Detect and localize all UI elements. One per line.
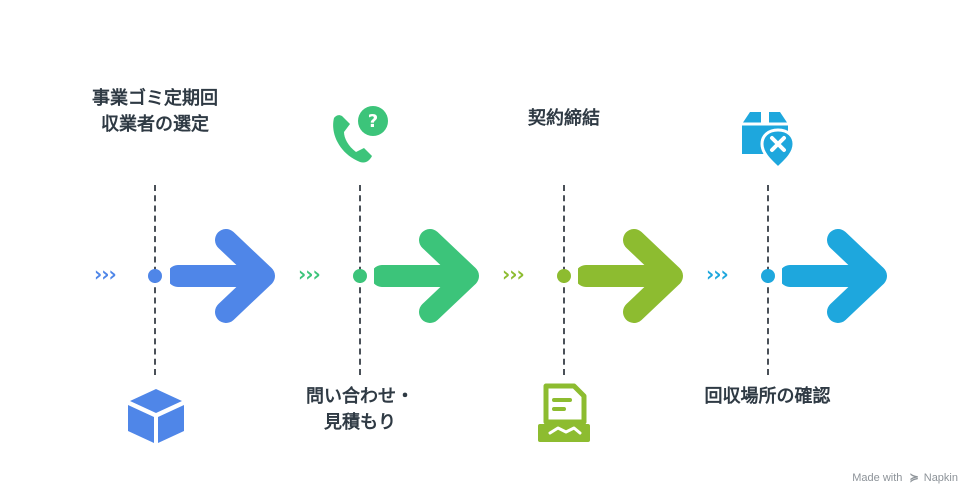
made-with-footer: Made with ≽ Napkin <box>852 471 958 484</box>
box-icon <box>128 389 184 443</box>
svg-text:?: ? <box>368 111 378 132</box>
napkin-brand-text: Napkin <box>923 472 958 484</box>
step-1-arrow-icon <box>170 229 275 323</box>
step-3-label: 契約締結 <box>528 108 600 129</box>
step-3-dot <box>557 269 571 283</box>
napkin-logo-icon: ≽ <box>909 472 919 484</box>
step-2-arrow-icon <box>374 229 479 323</box>
step-1-dot <box>148 269 162 283</box>
step-4-arrow-icon <box>782 229 887 323</box>
step-2-chevrons-icon: ››› <box>298 262 321 286</box>
step-3-arrow-icon <box>578 229 683 323</box>
contract-handshake-icon <box>538 383 590 442</box>
step-2-dot <box>353 269 367 283</box>
phone-question-icon: ? <box>333 106 388 163</box>
package-location-x-icon <box>742 112 796 170</box>
step-2-label: 問い合わせ・ 見積もり <box>306 386 414 433</box>
step-1-label: 事業ゴミ定期回 収業者の選定 <box>92 88 218 135</box>
step-1-chevrons-icon: ››› <box>94 262 117 286</box>
step-4-chevrons-icon: ››› <box>706 262 729 286</box>
step-3-chevrons-icon: ››› <box>502 262 525 286</box>
made-with-text: Made with <box>852 472 903 484</box>
step-4-dot <box>761 269 775 283</box>
step-4-label: 回収場所の確認 <box>704 386 831 407</box>
